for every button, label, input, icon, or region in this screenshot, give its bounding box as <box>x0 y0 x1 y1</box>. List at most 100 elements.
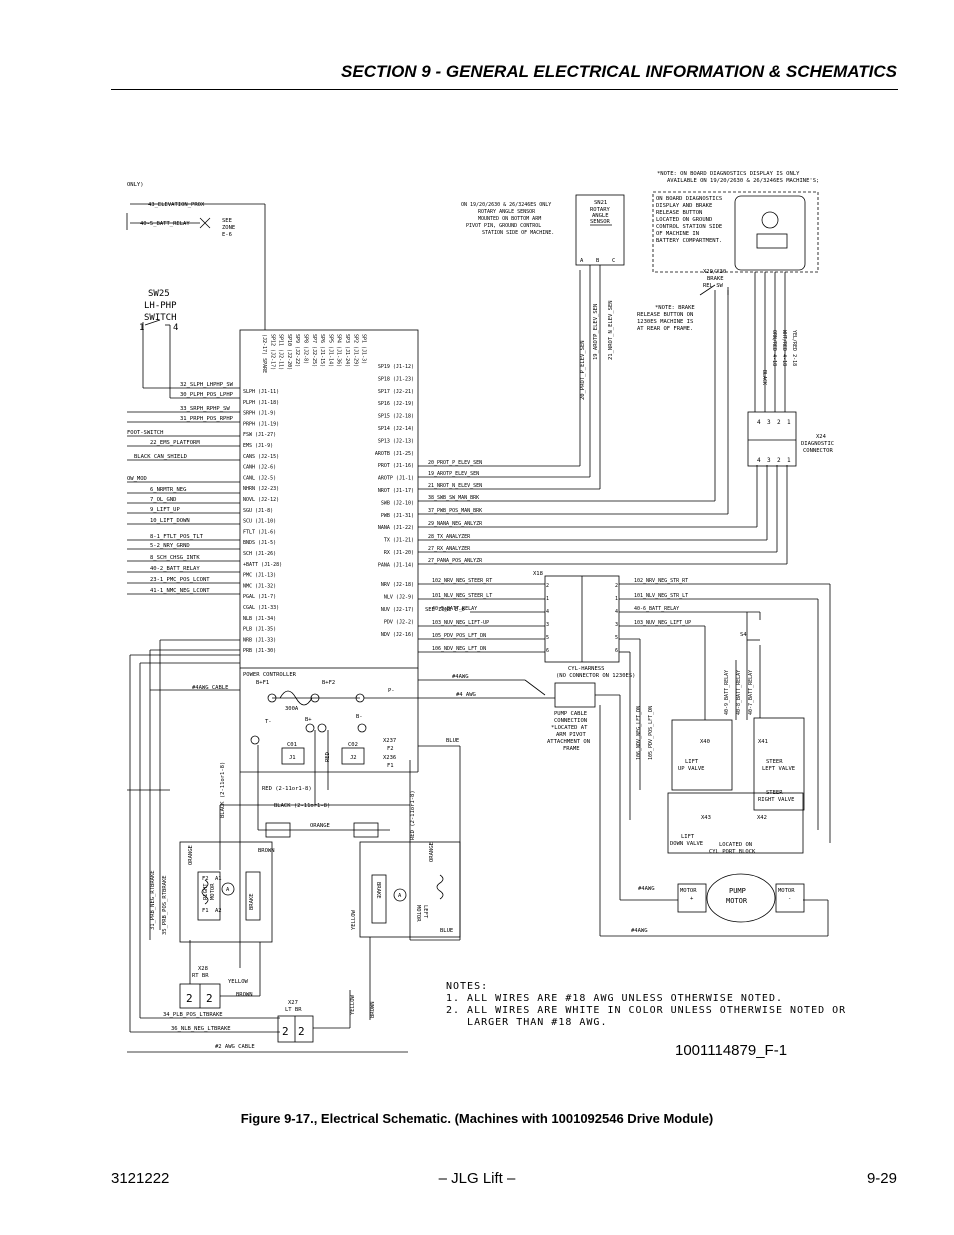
ctrl-right-pin-18: NLV (J2-9) <box>384 595 414 601</box>
ctrl-left-pin-23: NRB (J1-33) <box>243 637 276 643</box>
right-motor-2: MOTOR <box>210 883 216 900</box>
ctrl-left-pin-3: PRPH (J1-19) <box>243 421 279 427</box>
x18-right-wires: 102_NRV_NEG_STR_RT101_NLV_NEG_STR_LT40-6… <box>634 578 691 626</box>
ctrl-left-pin-5: EMS (J1-9) <box>243 443 273 449</box>
ctrl-right-pin-10: NROT (J1-17) <box>378 488 414 494</box>
rm-f2: F2 <box>202 876 209 882</box>
diag-b5: CONTROL STATION SIDE <box>656 224 722 230</box>
notes-block: NOTES: 1. ALL WIRES ARE #18 AWG UNLESS O… <box>446 981 846 1029</box>
header-rule <box>111 89 898 90</box>
bf2-label: B+F2 <box>322 680 335 686</box>
ctrl-top-pin-8: SP5 (J1-14) <box>327 334 333 367</box>
rm-f1: F1 <box>202 908 209 914</box>
ctrl-left-pin-10: NOVL (J2-12) <box>243 497 279 503</box>
ctrl-right-pin-2: SP17 (J2-21) <box>378 389 414 395</box>
ctrl-right-pin-12: PWB (J1-31) <box>381 513 414 519</box>
brake-sw-rel: REL SW <box>703 283 724 289</box>
sw25-pin4: 4 <box>173 323 178 333</box>
see-zone-label: SEE <box>222 218 232 224</box>
yellow-wire-b: YELLOW <box>350 994 356 1015</box>
x24-diagnostic: DIAGNOSTIC <box>801 441 834 447</box>
sn21-pin-b: B <box>596 258 600 264</box>
yellow-brake: YELLOW <box>228 979 249 985</box>
cyl-harness-note: (NO CONNECTOR ON 1230ES) <box>556 673 635 679</box>
sw25-lhphp: LH-PHP <box>144 301 177 311</box>
x24-connector: CONNECTOR <box>803 448 833 454</box>
rm-a2: A2 <box>215 908 222 914</box>
awg4-cable: #4AWG CABLE <box>192 685 228 691</box>
mid-wire-0: 20_PROT_P_ELEV_SEN <box>428 460 482 466</box>
ctrl-left-pin-7: CANH (J2-6) <box>243 465 276 471</box>
section-title: SECTION 9 - GENERAL ELECTRICAL INFORMATI… <box>341 62 897 81</box>
sensor-wire-2: 19_AROTP_ELEV_SEN <box>593 304 599 360</box>
ctrl-top-pin-1: SP12 (J2-17) <box>269 334 275 370</box>
brake-note-3: 1230ES MACHINE IS <box>637 319 693 325</box>
ctrl-left-pin-20: CGAL (J1-33) <box>243 605 279 611</box>
sn21-pin-a: A <box>580 258 584 264</box>
pump-l3: *LOCATED AT <box>551 725 588 731</box>
x237-label: X237 <box>383 738 396 744</box>
located-on-2: CYL PORT BLOCK <box>709 849 756 855</box>
ctrl-right-pin-16: PANA (J1-14) <box>378 562 414 568</box>
ctrl-right-pin-21: NDV (J2-16) <box>381 632 414 638</box>
ctrl-top-pin-12: SP1 (J1-3) <box>361 334 367 364</box>
left-wire-5: 22_EMS_PLATFORM <box>150 440 200 446</box>
sensor-note-2: ROTARY ANGLE SENSOR <box>478 209 536 215</box>
x18-left-1: 101_NLV_NEG_STEER_LT <box>432 593 492 599</box>
right-motor-1: RIGHT <box>203 883 209 900</box>
left-wire-1: 30_PLPH_POS_LPHP <box>180 392 234 398</box>
rt-br-label: RT BR <box>192 973 209 979</box>
ctrl-right-pin-19: NUV (J2-17) <box>381 607 414 613</box>
pump-awg-a: #4AWG <box>638 886 655 892</box>
only-label: ONLY) <box>127 182 144 188</box>
motor-plus-label: MOTOR <box>680 888 697 894</box>
x18-right-1: 101_NLV_NEG_STR_LT <box>634 593 688 599</box>
x18-pin-8: 4 <box>615 609 618 615</box>
batt-relay-wire: 40-5_BATT_RELAY <box>140 221 190 227</box>
sensor-note-5: STATION SIDE OF MACHINE. <box>482 230 554 236</box>
x18-right-2: 40-6_BATT_RELAY <box>634 606 679 612</box>
black-wire-v: BLACK (2-11or1-8) <box>220 762 226 818</box>
x18-left-0: 102_NRV_NEG_STEER_RT <box>432 578 492 584</box>
x24-pin-1: 3 <box>767 419 771 426</box>
ctrl-top-pin-7: SP6 (J1-15) <box>319 334 325 367</box>
x24-pin-4: 4 <box>757 457 761 464</box>
ctrl-right-pin-9: AROTP (J1-1) <box>378 476 414 482</box>
t-minus-label: T- <box>265 719 272 725</box>
pump-awg-b: #4AWG <box>631 928 648 934</box>
sensor-note: ON 19/20/2630 & 26/3246ES ONLY ROTARY AN… <box>461 202 554 236</box>
x18-right-3: 103_NUV_NEG_LIFT_UP <box>634 620 691 626</box>
ctrl-right-pin-0: SP19 (J1-12) <box>378 364 414 370</box>
ctrl-top-pin-9: SP4 (J1-36) <box>336 334 342 367</box>
figure-caption: Figure 9-17., Electrical Schematic. (Mac… <box>240 1111 714 1126</box>
x24-pin-2: 2 <box>777 419 781 426</box>
controller-left-pins: SLPH (J1-11)PLPH (J1-18)SRPH (J1-9)PRPH … <box>243 389 282 654</box>
blue-wire-l: BLUE <box>440 928 453 934</box>
located-on-1: LOCATED ON <box>719 842 752 848</box>
footer-center: – JLG Lift – <box>438 1170 516 1187</box>
ctrl-right-pin-20: PDV (J2-2) <box>384 620 414 626</box>
x18-left-wires: 102_NRV_NEG_STEER_RT 101_NLV_NEG_STEER_LT… <box>432 578 492 652</box>
lift-up-2: UP VALVE <box>678 766 705 772</box>
ctrl-right-pin-14: TX (J1-21) <box>384 538 414 544</box>
left-wire-8: 6_NRMTR_NEG <box>150 487 186 493</box>
x24-pin-3: 1 <box>787 419 791 426</box>
left-wire-7: OW_MOD <box>127 476 147 482</box>
x24-id: X24 <box>816 434 827 440</box>
brake-note-4: AT REAR OF FRAME. <box>637 326 693 332</box>
diag-b7: BATTERY COMPARTMENT. <box>656 238 722 244</box>
bf1-label: B+F1 <box>256 680 269 686</box>
motor-minus-sign: - <box>788 896 791 902</box>
left-wire-15: 40-2_BATT_RELAY <box>150 566 200 572</box>
sw25-switch: SW25 LH-PHP SWITCH 1 4 <box>139 289 178 333</box>
diag-wire-1: ORN/RED 4-18 <box>771 330 777 366</box>
ctrl-right-pin-7: AROTB (J1-25) <box>375 451 414 457</box>
mid-wire-2: 21_NROT_N_ELEV_SEN <box>428 483 482 489</box>
ctrl-left-pin-11: SGU (J1-8) <box>243 508 273 514</box>
sensor-wire-1: 20_PROT_P_ELEV_SEN <box>580 340 586 400</box>
left-wire-4: FOOT-SWITCH <box>127 430 163 436</box>
diag-note-1: *NOTE: ON BOARD DIAGNOSTICS DISPLAY IS O… <box>657 171 800 177</box>
ctrl-top-pin-2: SP11 (J2-11) <box>278 334 284 370</box>
